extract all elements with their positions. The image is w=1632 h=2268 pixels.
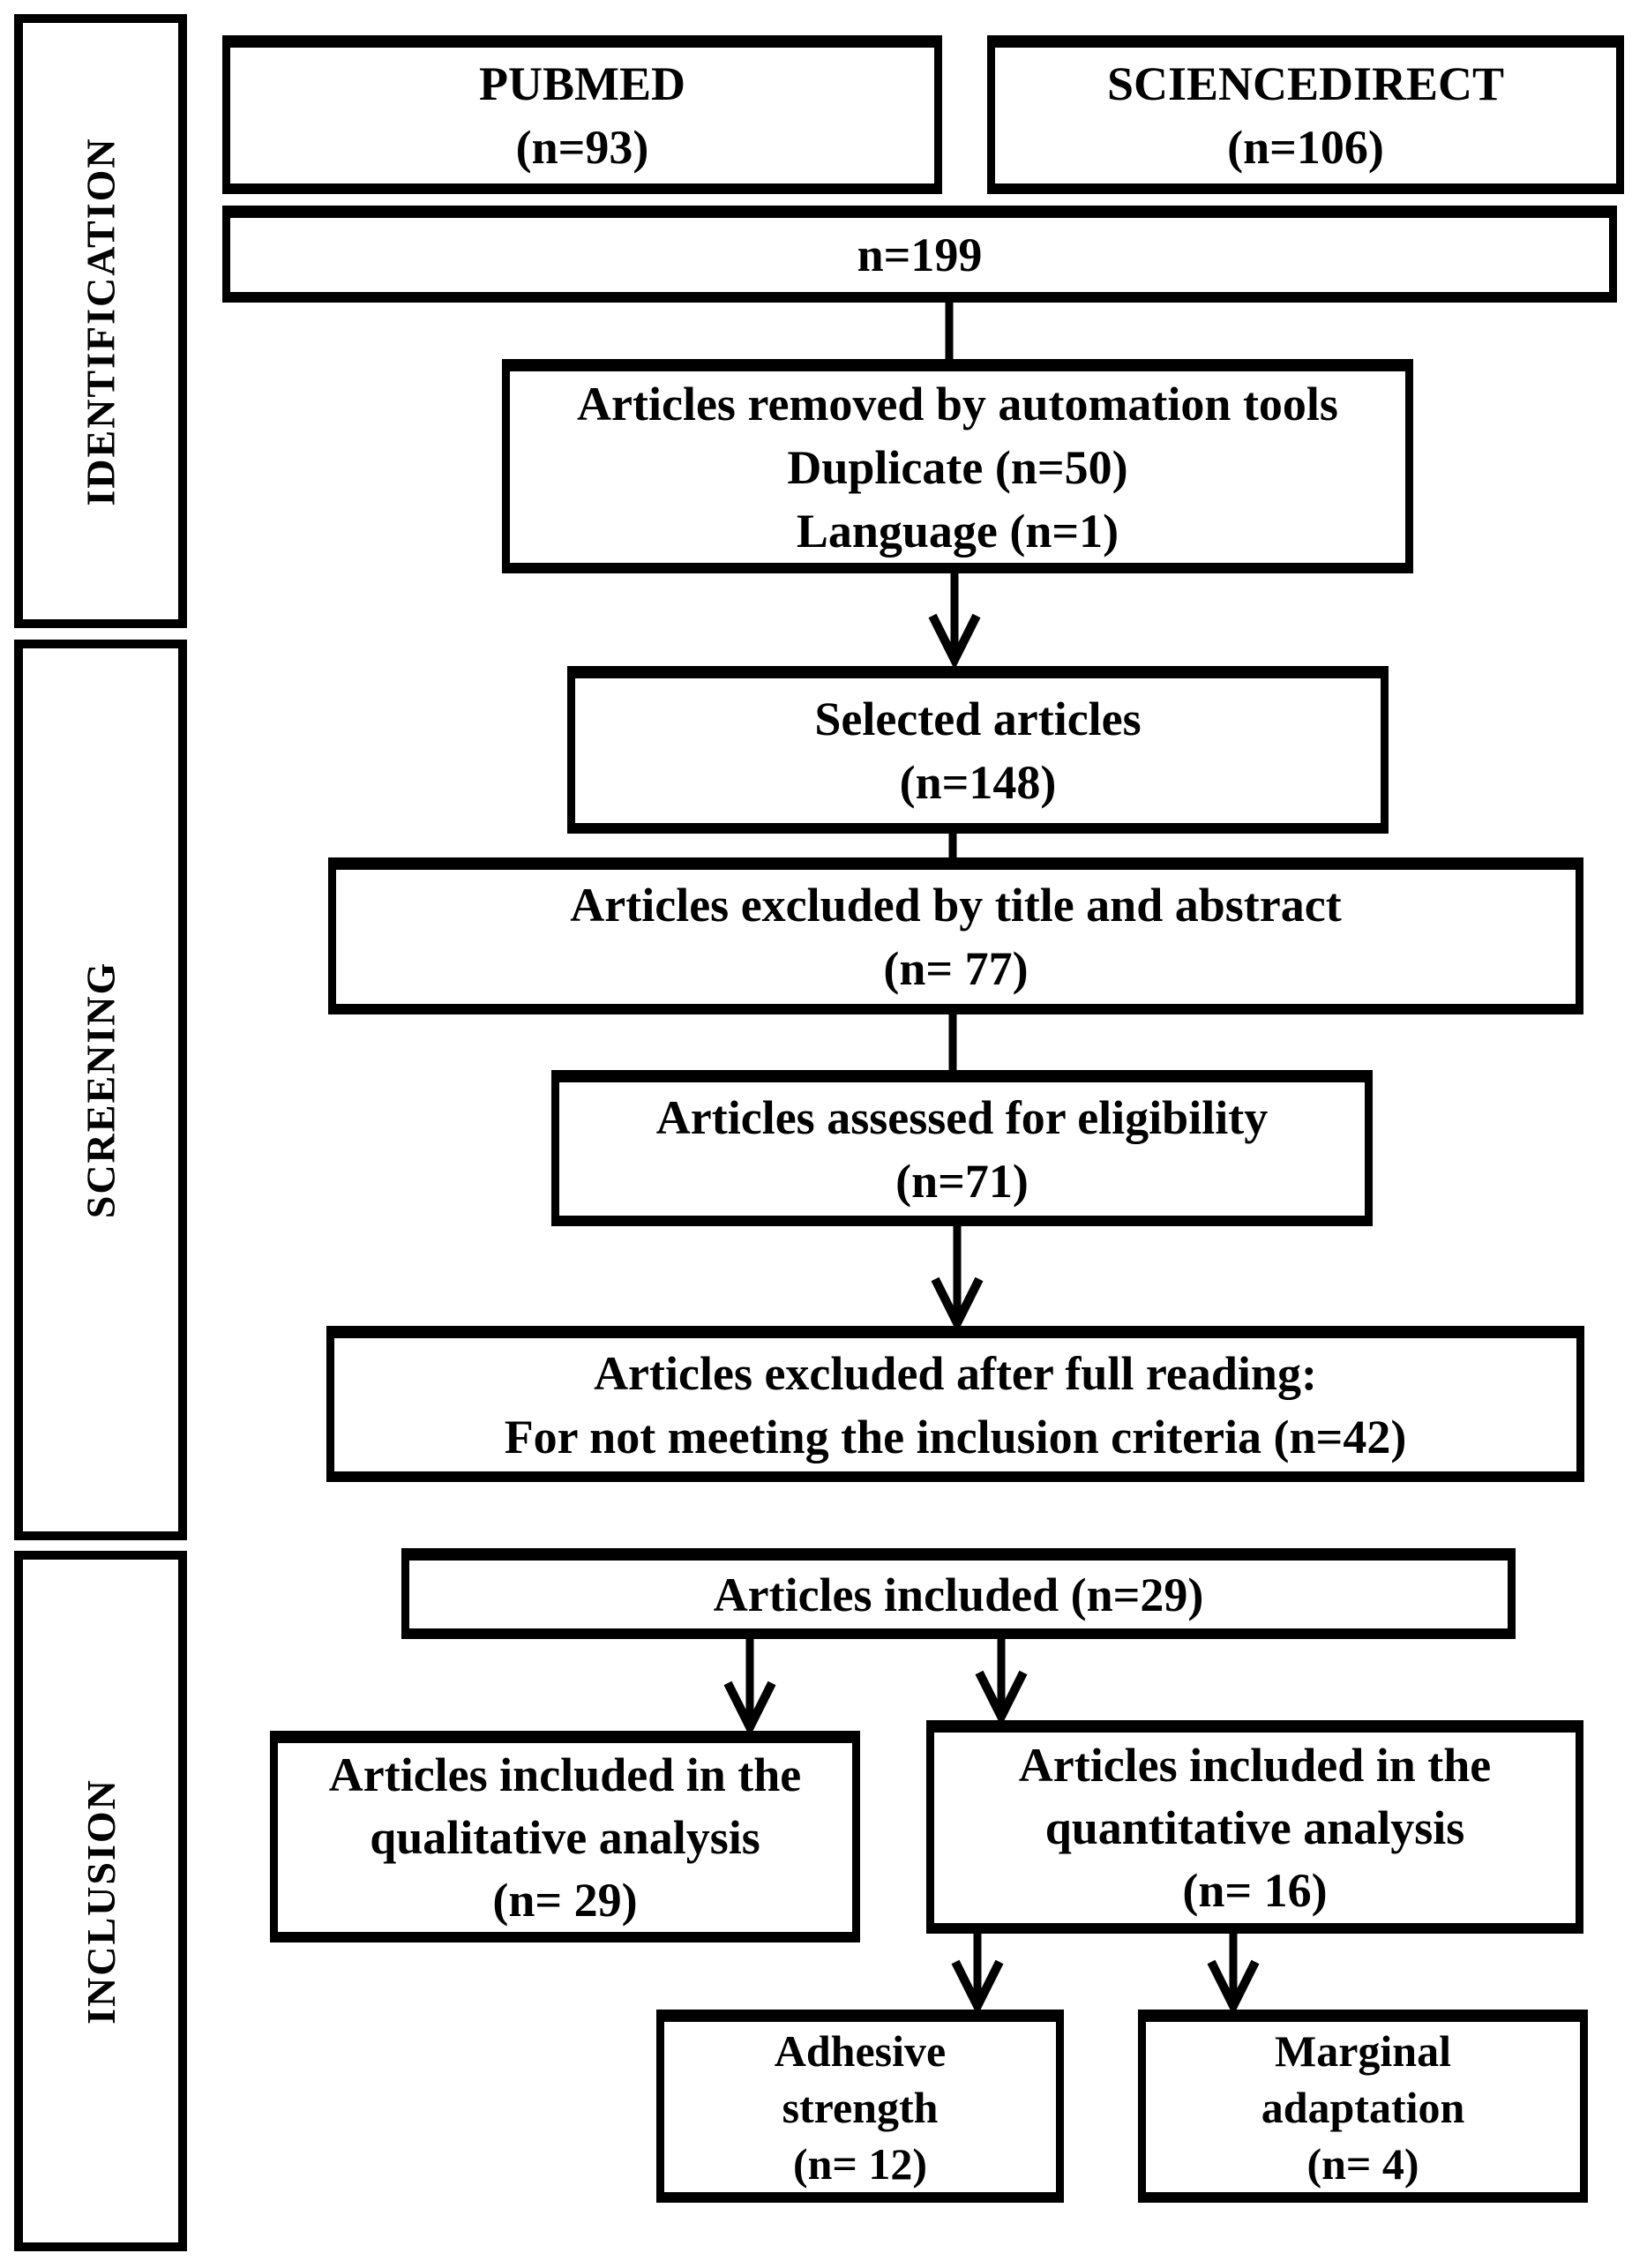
- box-line: Adhesive: [774, 2025, 947, 2076]
- box-line: (n=71): [895, 1154, 1029, 1208]
- box-line: (n= 12): [792, 2138, 928, 2189]
- box-line: Articles assessed for eligibility: [655, 1090, 1269, 1144]
- arrow-head: [975, 1670, 1028, 1727]
- box-line: Marginal: [1275, 2025, 1451, 2076]
- box-line: quantitative analysis: [1044, 1800, 1465, 1854]
- adhesive-strength-box: Adhesive strength (n= 12): [656, 2010, 1064, 2203]
- box-line: (n=148): [899, 756, 1057, 809]
- arrow-head: [928, 613, 981, 670]
- qualitative-analysis-box: Articles included in the qualitative ana…: [270, 1731, 860, 1942]
- box-line: n=199: [857, 228, 983, 281]
- box-line: (n= 77): [883, 942, 1029, 995]
- connector-arrow: [975, 1639, 1028, 1727]
- box-line: For not meeting the inclusion criteria (…: [504, 1410, 1407, 1463]
- stage-screening: SCREENING: [14, 640, 187, 1540]
- box-line: Selected articles: [814, 692, 1142, 745]
- box-line: Articles included in the: [328, 1748, 802, 1801]
- included-articles-box: Articles included (n=29): [401, 1548, 1516, 1639]
- selected-articles-box: Selected articles (n=148): [567, 666, 1389, 834]
- quantitative-analysis-box: Articles included in the quantitative an…: [926, 1720, 1583, 1934]
- connector-arrow: [928, 573, 981, 670]
- box-line: Language (n=1): [796, 504, 1119, 558]
- box-line: Articles excluded after full reading:: [594, 1346, 1317, 1400]
- connector-arrow: [931, 1226, 984, 1334]
- box-line: (n=93): [515, 121, 649, 174]
- excluded-title-abstract-box: Articles excluded by title and abstract …: [328, 857, 1583, 1014]
- connector-arrow: [1207, 1934, 1260, 2017]
- box-line: (n= 4): [1306, 2138, 1419, 2189]
- connector-arrow: [723, 1639, 776, 1738]
- box-line: qualitative analysis: [370, 1810, 760, 1864]
- box-line: Articles removed by automation tools: [577, 377, 1338, 430]
- excluded-full-reading-box: Articles excluded after full reading: Fo…: [326, 1326, 1584, 1482]
- assessed-eligibility-box: Articles assessed for eligibility (n=71): [551, 1070, 1373, 1226]
- stage-inclusion: INCLUSION: [14, 1551, 187, 2251]
- box-line: SCIENCEDIRECT: [1106, 57, 1505, 110]
- box-line: Duplicate (n=50): [787, 440, 1128, 494]
- connector-arrow: [951, 1934, 1004, 2017]
- box-line: adaptation: [1261, 2082, 1465, 2132]
- total-records-box: n=199: [222, 206, 1617, 303]
- box-line: Articles included (n=29): [713, 1568, 1204, 1621]
- box-line: (n= 16): [1182, 1863, 1328, 1917]
- removed-by-automation-box: Articles removed by automation tools Dup…: [502, 359, 1413, 573]
- box-line: strength: [782, 2082, 939, 2132]
- arrow-head: [951, 1959, 1004, 2017]
- pubmed-source-box: PUBMED (n=93): [222, 35, 942, 194]
- marginal-adaptation-box: Marginal adaptation (n= 4): [1138, 2010, 1588, 2203]
- box-line: PUBMED: [479, 57, 685, 110]
- box-line: (n=106): [1227, 121, 1384, 174]
- sciencedirect-source-box: SCIENCEDIRECT (n=106): [987, 35, 1624, 194]
- box-line: (n= 29): [492, 1873, 638, 1927]
- stage-identification: IDENTIFICATION: [14, 14, 187, 628]
- arrow-head: [723, 1680, 776, 1738]
- stage-inclusion-label: INCLUSION: [78, 1778, 124, 2025]
- box-line: Articles included in the: [1018, 1738, 1492, 1792]
- box-line: Articles excluded by title and abstract: [570, 879, 1342, 932]
- arrow-head: [931, 1276, 984, 1334]
- arrow-head: [1207, 1959, 1260, 2017]
- stage-identification-label: IDENTIFICATION: [78, 136, 124, 506]
- stage-screening-label: SCREENING: [78, 961, 124, 1219]
